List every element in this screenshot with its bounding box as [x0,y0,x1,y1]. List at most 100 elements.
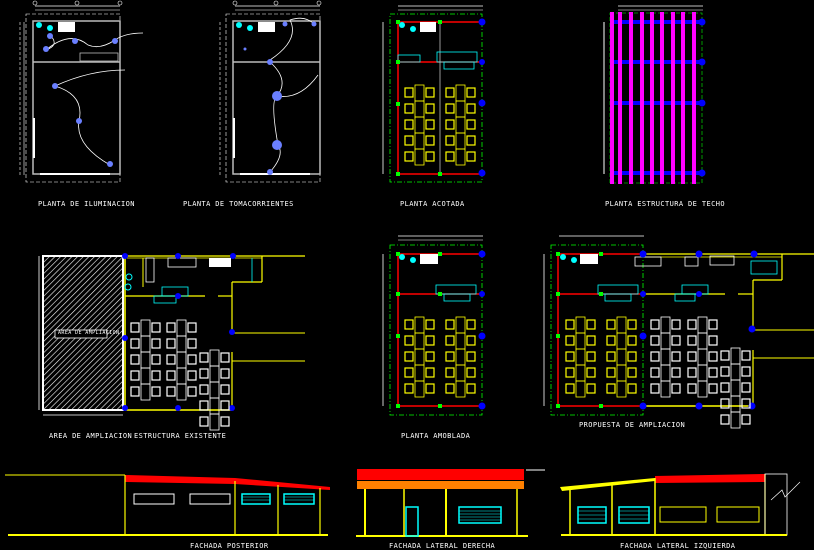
table-segment [414,332,425,350]
chair [708,383,718,394]
table-segment [455,332,466,350]
chair [220,368,230,379]
chair [708,319,718,330]
chair [687,383,697,394]
chair [687,351,697,362]
table-segment [697,332,708,350]
planta-acotada-view [382,5,486,183]
table-segment [660,332,671,350]
column-marker [698,99,706,107]
table-segment [209,397,220,415]
table-segment [140,351,151,369]
roof-purlin [610,171,700,175]
chair [166,370,176,381]
chair [671,367,681,378]
table-segment [176,383,187,401]
chair [687,319,697,330]
roof-beam [640,12,644,184]
fachada-lateral-derecha-view [356,469,545,537]
chair [627,335,637,346]
propuesta-ampliacion-view [543,235,814,429]
chair [404,87,414,98]
chair [404,367,414,378]
roof-beam [671,12,675,184]
table-segment [176,367,187,385]
chair [404,135,414,146]
table-segment [176,319,187,337]
table-segment [209,413,220,431]
chair [720,382,730,393]
chair [671,383,681,394]
chair [445,87,455,98]
table-segment [455,116,466,134]
table-segment [730,379,741,397]
chair [220,384,230,395]
chair [220,400,230,411]
roof-beam [629,12,633,184]
roof-beam [650,12,654,184]
area-ampliacion-view [38,253,305,431]
chair [151,322,161,333]
hatch-area-label: AREA DE AMPLIACION [58,330,120,336]
column-marker [698,169,706,177]
column-marker [698,18,706,26]
chair [404,151,414,162]
table-segment [660,380,671,398]
chair [466,151,476,162]
table-segment [616,348,627,366]
chair [606,367,616,378]
chair [565,351,575,362]
table-segment [616,316,627,334]
table-segment [414,116,425,134]
table-segment [414,348,425,366]
chair [166,322,176,333]
chair [425,335,435,346]
chair [720,366,730,377]
table-segment [140,319,151,337]
title-area-ampliacion: AREA DE AMPLIACION [49,432,133,440]
table-segment [575,348,586,366]
chair [151,370,161,381]
chair [425,151,435,162]
chair [741,414,751,425]
chair [445,383,455,394]
chair [466,367,476,378]
chair [445,119,455,130]
table-segment [414,100,425,118]
planta-iluminacion-view [19,0,144,183]
chair [445,135,455,146]
chair [466,103,476,114]
chair [741,398,751,409]
fachada-posterior-view [5,474,330,536]
planta-tomacorrientes-view [219,0,322,183]
table-segment [455,148,466,166]
chair [404,351,414,362]
chair [404,319,414,330]
table-segment [414,148,425,166]
chair [627,351,637,362]
chair [130,322,140,333]
chair [199,384,209,395]
table-segment [575,380,586,398]
table-segment [455,316,466,334]
table-segment [616,380,627,398]
table-segment [575,316,586,334]
table-segment [209,381,220,399]
chair [466,319,476,330]
title-planta-iluminacion: PLANTA DE ILUMINACION [38,200,135,208]
title-planta-tomacorrientes: PLANTA DE TOMACORRIENTES [183,200,294,208]
title-fachada-lateral-derecha: FACHADA LATERAL DERECHA [389,542,496,550]
chair [466,119,476,130]
table-segment [697,380,708,398]
chair [445,103,455,114]
table-segment [414,380,425,398]
roof-purlin [610,20,700,24]
chair [586,351,596,362]
chair [445,367,455,378]
table-segment [730,395,741,413]
table-segment [140,367,151,385]
chair [466,351,476,362]
roof-beam [660,12,664,184]
chair [586,335,596,346]
chair [565,335,575,346]
